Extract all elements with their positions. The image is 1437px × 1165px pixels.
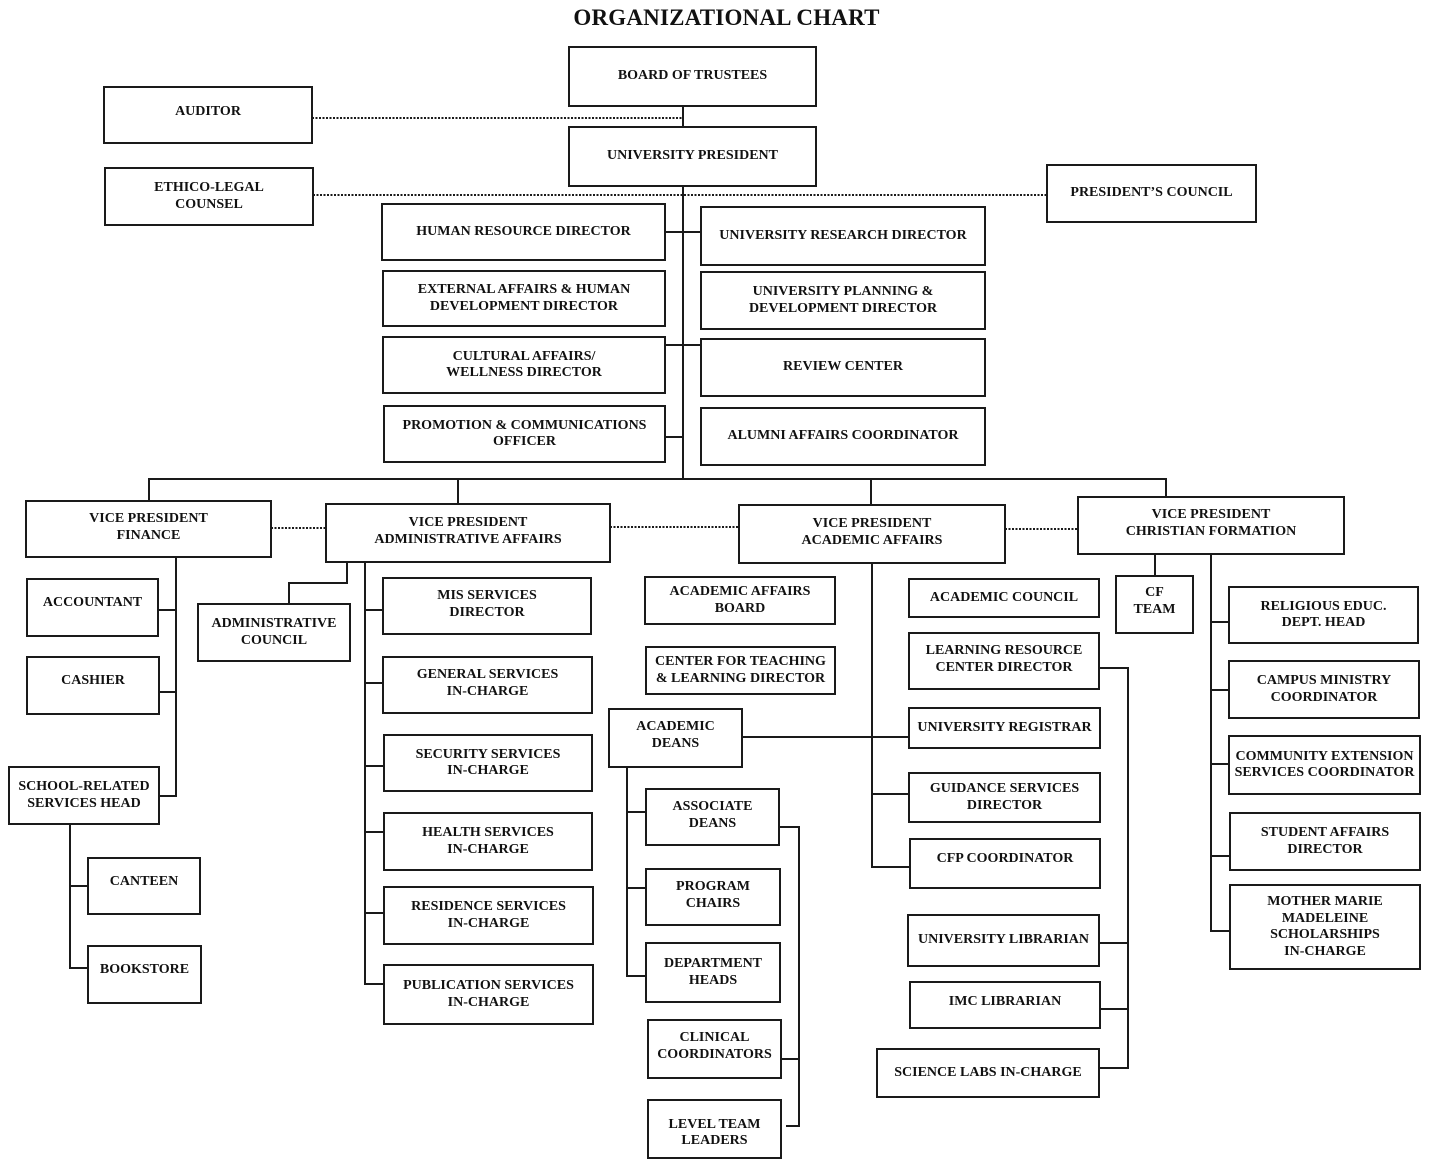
connector-finance-spine bbox=[158, 556, 177, 797]
node-hr-director: HUMAN RESOURCE DIRECTOR bbox=[381, 203, 666, 261]
node-cf-team: CF TEAM bbox=[1115, 575, 1194, 634]
node-canteen: CANTEEN bbox=[87, 857, 201, 915]
node-cultural-affairs-director: CULTURAL AFFAIRS/ WELLNESS DIRECTOR bbox=[382, 336, 666, 394]
node-science-labs: SCIENCE LABS IN-CHARGE bbox=[876, 1048, 1100, 1098]
node-university-president: UNIVERSITY PRESIDENT bbox=[568, 126, 817, 187]
connector-deans-spine bbox=[626, 766, 647, 977]
connector-admin-council bbox=[288, 561, 348, 605]
node-cashier: CASHIER bbox=[26, 656, 160, 715]
node-security-services: SECURITY SERVICES IN-CHARGE bbox=[383, 734, 593, 792]
chart-title: ORGANIZATIONAL CHART bbox=[573, 5, 880, 30]
node-mis-services-director: MIS SERVICES DIRECTOR bbox=[382, 577, 592, 635]
node-program-chairs: PROGRAM CHAIRS bbox=[645, 868, 781, 926]
node-campus-ministry: CAMPUS MINISTRY COORDINATOR bbox=[1228, 660, 1420, 719]
node-accountant: ACCOUNTANT bbox=[26, 578, 159, 637]
node-university-registrar: UNIVERSITY REGISTRAR bbox=[908, 707, 1101, 749]
node-vp-finance: VICE PRESIDENT FINANCE bbox=[25, 500, 272, 558]
node-ethico-legal-counsel: ETHICO-LEGAL COUNSEL bbox=[104, 167, 314, 226]
node-residence-services: RESIDENCE SERVICES IN-CHARGE bbox=[383, 886, 594, 945]
node-general-services: GENERAL SERVICES IN-CHARGE bbox=[382, 656, 593, 714]
node-clinical-coordinators: CLINICAL COORDINATORS bbox=[647, 1019, 782, 1079]
node-auditor: AUDITOR bbox=[103, 86, 313, 144]
connector-admin-spine bbox=[364, 561, 385, 985]
node-academic-affairs-board: ACADEMIC AFFAIRS BOARD bbox=[644, 576, 836, 625]
node-vp-administrative-affairs: VICE PRESIDENT ADMINISTRATIVE AFFAIRS bbox=[325, 503, 611, 563]
node-vp-christian-formation: VICE PRESIDENT CHRISTIAN FORMATION bbox=[1077, 496, 1345, 555]
node-research-director: UNIVERSITY RESEARCH DIRECTOR bbox=[700, 206, 986, 266]
node-community-extension: COMMUNITY EXTENSION SERVICES COORDINATOR bbox=[1228, 735, 1421, 795]
node-lrc-director: LEARNING RESOURCE CENTER DIRECTOR bbox=[908, 632, 1100, 690]
node-school-related-services-head: SCHOOL-RELATED SERVICES HEAD bbox=[8, 766, 160, 825]
node-mmm-scholarships: MOTHER MARIE MADELEINE SCHOLARSHIPS IN-C… bbox=[1229, 884, 1421, 970]
node-academic-deans: ACADEMIC DEANS bbox=[608, 708, 743, 768]
node-academic-council: ACADEMIC COUNCIL bbox=[908, 578, 1100, 618]
node-guidance-services-director: GUIDANCE SERVICES DIRECTOR bbox=[908, 772, 1101, 823]
node-administrative-council: ADMINISTRATIVE COUNCIL bbox=[197, 603, 351, 662]
node-publication-services: PUBLICATION SERVICES IN-CHARGE bbox=[383, 964, 594, 1025]
node-promotion-communications-officer: PROMOTION & COMMUNICATIONS OFFICER bbox=[383, 405, 666, 463]
node-board-of-trustees: BOARD OF TRUSTEES bbox=[568, 46, 817, 107]
node-department-heads: DEPARTMENT HEADS bbox=[645, 942, 781, 1003]
node-university-librarian: UNIVERSITY LIBRARIAN bbox=[907, 914, 1100, 967]
node-imc-librarian: IMC LIBRARIAN bbox=[909, 981, 1101, 1029]
node-level-team-leaders: LEVEL TEAM LEADERS bbox=[647, 1099, 782, 1159]
node-alumni-affairs-coordinator: ALUMNI AFFAIRS COORDINATOR bbox=[700, 407, 986, 466]
node-external-affairs-director: EXTERNAL AFFAIRS & HUMAN DEVELOPMENT DIR… bbox=[382, 270, 666, 327]
node-vp-academic-affairs: VICE PRESIDENT ACADEMIC AFFAIRS bbox=[738, 504, 1006, 564]
node-center-teaching-learning: CENTER FOR TEACHING & LEARNING DIRECTOR bbox=[645, 646, 836, 695]
node-associate-deans: ASSOCIATE DEANS bbox=[645, 788, 780, 846]
node-planning-director: UNIVERSITY PLANNING & DEVELOPMENT DIRECT… bbox=[700, 271, 986, 330]
node-bookstore: BOOKSTORE bbox=[87, 945, 202, 1004]
node-religious-educ-head: RELIGIOUS EDUC. DEPT. HEAD bbox=[1228, 586, 1419, 644]
connector-lrc-right bbox=[1098, 667, 1129, 1069]
node-presidents-council: PRESIDENT’S COUNCIL bbox=[1046, 164, 1257, 223]
node-health-services: HEALTH SERVICES IN-CHARGE bbox=[383, 812, 593, 871]
connector-academic-spine bbox=[871, 562, 910, 868]
connector-christian-spine bbox=[1210, 553, 1231, 932]
node-student-affairs-director: STUDENT AFFAIRS DIRECTOR bbox=[1229, 812, 1421, 871]
node-cfp-coordinator: CFP COORDINATOR bbox=[909, 838, 1101, 889]
node-review-center: REVIEW CENTER bbox=[700, 338, 986, 397]
connector-assoc-right bbox=[778, 826, 800, 1127]
connector-school-related-spine bbox=[69, 823, 89, 969]
